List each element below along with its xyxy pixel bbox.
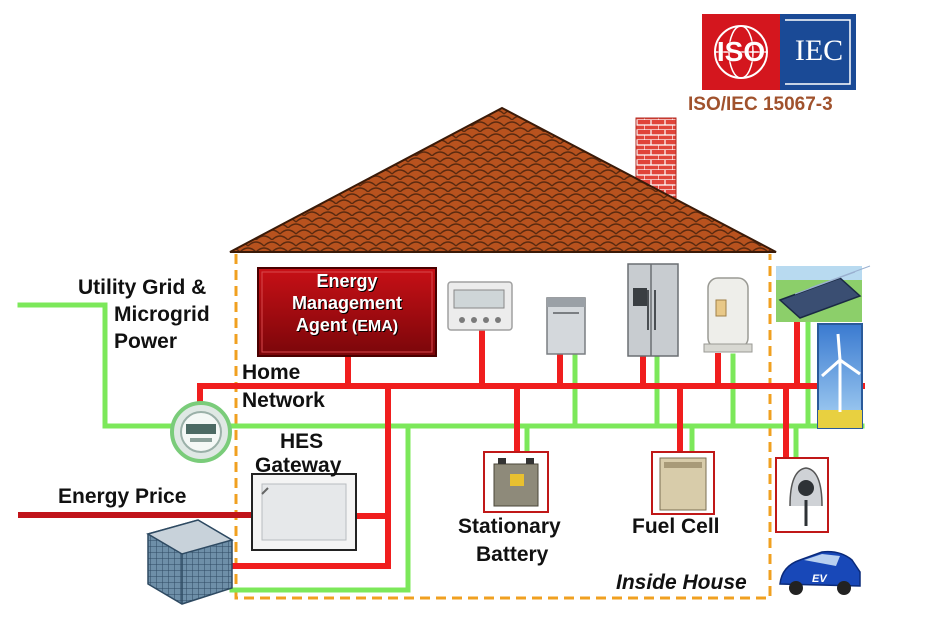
hes-gateway-device bbox=[251, 473, 357, 551]
energy-price-label: Energy Price bbox=[58, 485, 187, 508]
inside-house-label: Inside House bbox=[616, 571, 747, 594]
ema-line-1: Energy bbox=[316, 271, 378, 291]
air-conditioner-unit bbox=[146, 519, 234, 605]
refrigerator-device bbox=[627, 263, 679, 357]
wind-turbine bbox=[817, 323, 863, 429]
network-lines bbox=[197, 319, 865, 569]
electric-vehicle: EV bbox=[776, 546, 862, 595]
fuel-cell-device bbox=[651, 451, 715, 515]
smart-meter bbox=[170, 401, 232, 463]
utility-grid-label-1: Utility Grid & bbox=[78, 276, 207, 299]
hes-gateway-label-2: Gateway bbox=[255, 454, 342, 477]
svg-text:EV: EV bbox=[812, 573, 828, 585]
dishwasher-device bbox=[546, 297, 586, 355]
water-heater-device bbox=[703, 277, 753, 353]
ema-line-3: Agent (EMA) bbox=[258, 314, 436, 338]
ema-label: Energy Management Agent (EMA) bbox=[258, 270, 436, 338]
utility-grid-label-3: Power bbox=[114, 330, 178, 353]
standard-label: ISO/IEC 15067-3 bbox=[688, 94, 833, 115]
ema-line-3a: Agent bbox=[295, 315, 347, 335]
power-lines bbox=[17, 302, 865, 593]
iso-iec-logo bbox=[702, 14, 856, 90]
ev-charger bbox=[775, 457, 829, 533]
ema-line-3b: (EMA) bbox=[351, 318, 399, 335]
iec-logo-text: IEC bbox=[794, 34, 844, 67]
home-network-label-1: Home bbox=[242, 361, 301, 384]
ema-box bbox=[257, 267, 437, 357]
stationary-battery-label-1: Stationary bbox=[458, 515, 561, 538]
solar-panel bbox=[776, 265, 871, 322]
thermostat-device bbox=[447, 281, 513, 331]
home-network-label-2: Network bbox=[242, 389, 325, 412]
stationary-battery-label-2: Battery bbox=[476, 543, 549, 566]
stationary-battery-device bbox=[483, 451, 549, 513]
ema-line-2: Management bbox=[291, 293, 403, 313]
roof bbox=[229, 106, 777, 253]
fuel-cell-label: Fuel Cell bbox=[632, 515, 720, 538]
iso-logo-text: ISO bbox=[716, 36, 766, 67]
hes-gateway-label-1: HES bbox=[280, 430, 324, 453]
utility-grid-label-2: Microgrid bbox=[114, 303, 210, 326]
